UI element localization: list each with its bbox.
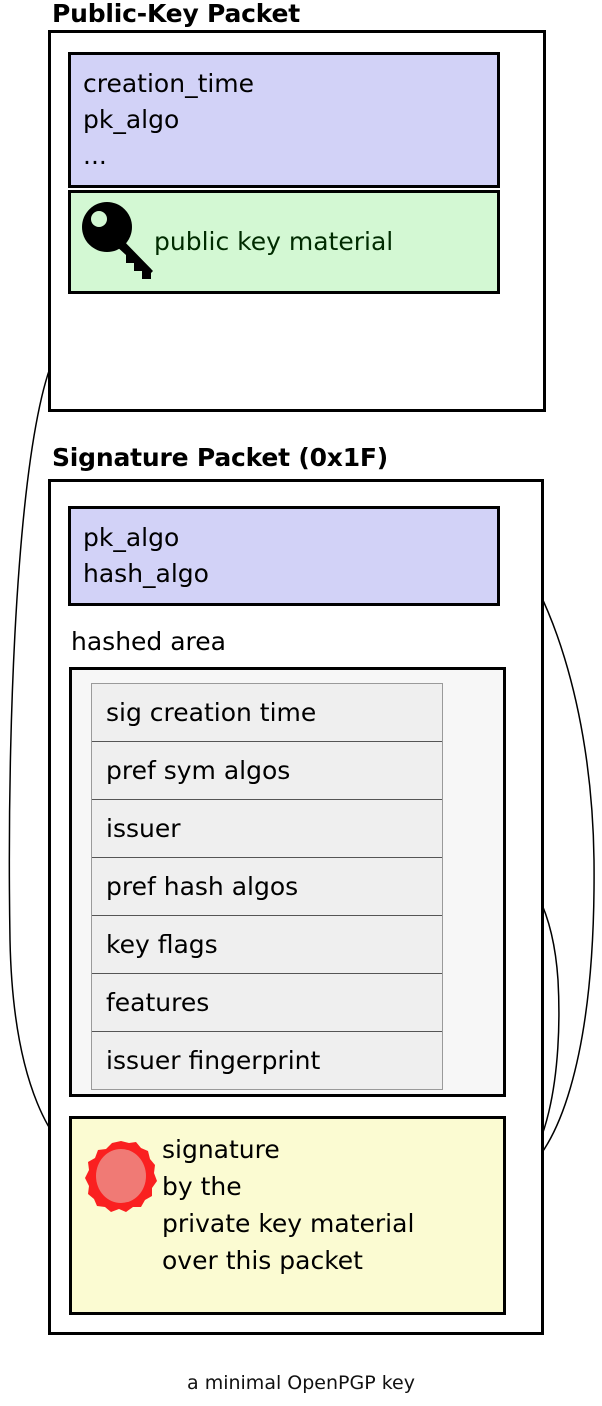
- public-key-header-fields-text: creation_time pk_algo ...: [83, 69, 255, 170]
- signature-packet-frame: pk_algo hash_algo hashed area sig creati…: [48, 479, 544, 1335]
- hashed-area-label: hashed area: [71, 627, 226, 656]
- public-key-header-fields-box: creation_time pk_algo ...: [68, 52, 500, 188]
- subpacket-list: sig creation time pref sym algos issuer …: [91, 683, 443, 1090]
- signature-packet-title: Signature Packet (0x1F): [52, 443, 389, 472]
- public-key-packet-title: Public-Key Packet: [52, 0, 301, 28]
- subpacket-row[interactable]: features: [92, 974, 442, 1032]
- public-key-material-box: public key material: [68, 190, 500, 294]
- subpacket-row[interactable]: key flags: [92, 916, 442, 974]
- subpacket-row[interactable]: issuer: [92, 800, 442, 858]
- wax-seal-icon: [85, 1141, 157, 1212]
- signature-description-text: signature by the private key material ov…: [162, 1135, 415, 1275]
- subpacket-row[interactable]: issuer fingerprint: [106, 1046, 321, 1075]
- public-key-material-label: public key material: [154, 227, 394, 256]
- subpacket-row[interactable]: pref hash algos: [92, 858, 442, 916]
- signature-algo-fields-text: pk_algo hash_algo: [83, 523, 209, 588]
- signature-box: signature by the private key material ov…: [69, 1116, 506, 1315]
- subpacket-row[interactable]: sig creation time: [92, 684, 442, 742]
- signature-algo-fields-box: pk_algo hash_algo: [68, 506, 500, 606]
- hashed-area-box: sig creation time pref sym algos issuer …: [69, 667, 506, 1097]
- key-icon: [82, 202, 153, 279]
- subpacket-row[interactable]: pref sym algos: [92, 742, 442, 800]
- public-key-packet-frame: creation_time pk_algo ... public key mat…: [48, 30, 546, 412]
- diagram-caption: a minimal OpenPGP key: [187, 1372, 415, 1394]
